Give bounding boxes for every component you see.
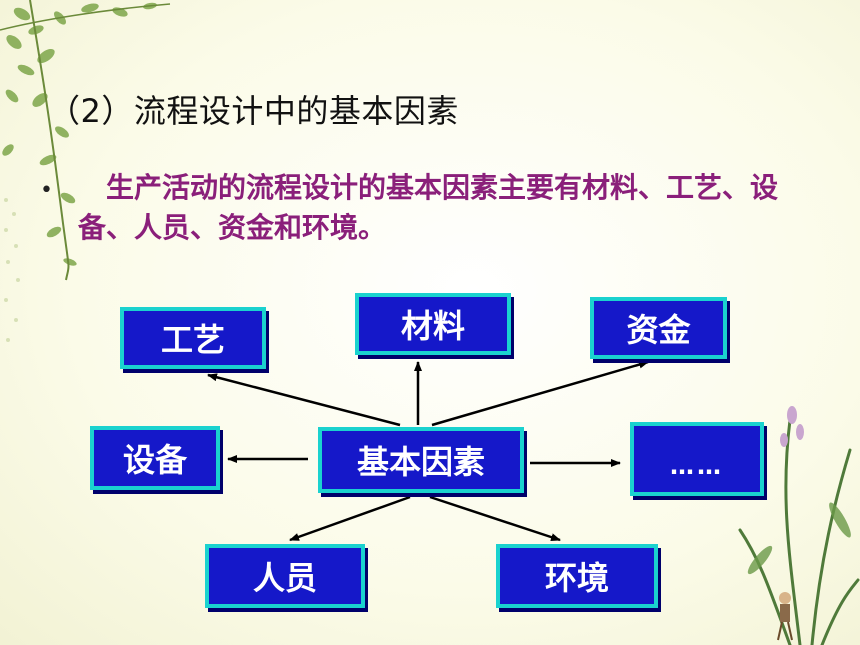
node-environment: 环境 <box>496 544 658 608</box>
node-personnel: 人员 <box>205 544 365 608</box>
arrow-to-personnel <box>289 495 411 542</box>
node-center: 基本因素 <box>318 427 524 493</box>
node-more: …… <box>630 422 764 496</box>
slide-title: （2）流程设计中的基本因素 <box>48 92 459 130</box>
bullet-marker: • <box>40 178 53 203</box>
node-fund: 资金 <box>590 297 727 359</box>
bullet-text: 生产活动的流程设计的基本因素主要有材料、工艺、设备、人员、资金和环境。 <box>78 171 779 244</box>
arrow-to-environment <box>429 495 561 542</box>
node-craft: 工艺 <box>120 307 266 369</box>
arrow-to-craft <box>207 373 401 427</box>
node-equipment: 设备 <box>90 426 220 490</box>
arrow-to-fund <box>431 360 649 427</box>
node-material: 材料 <box>355 293 511 355</box>
